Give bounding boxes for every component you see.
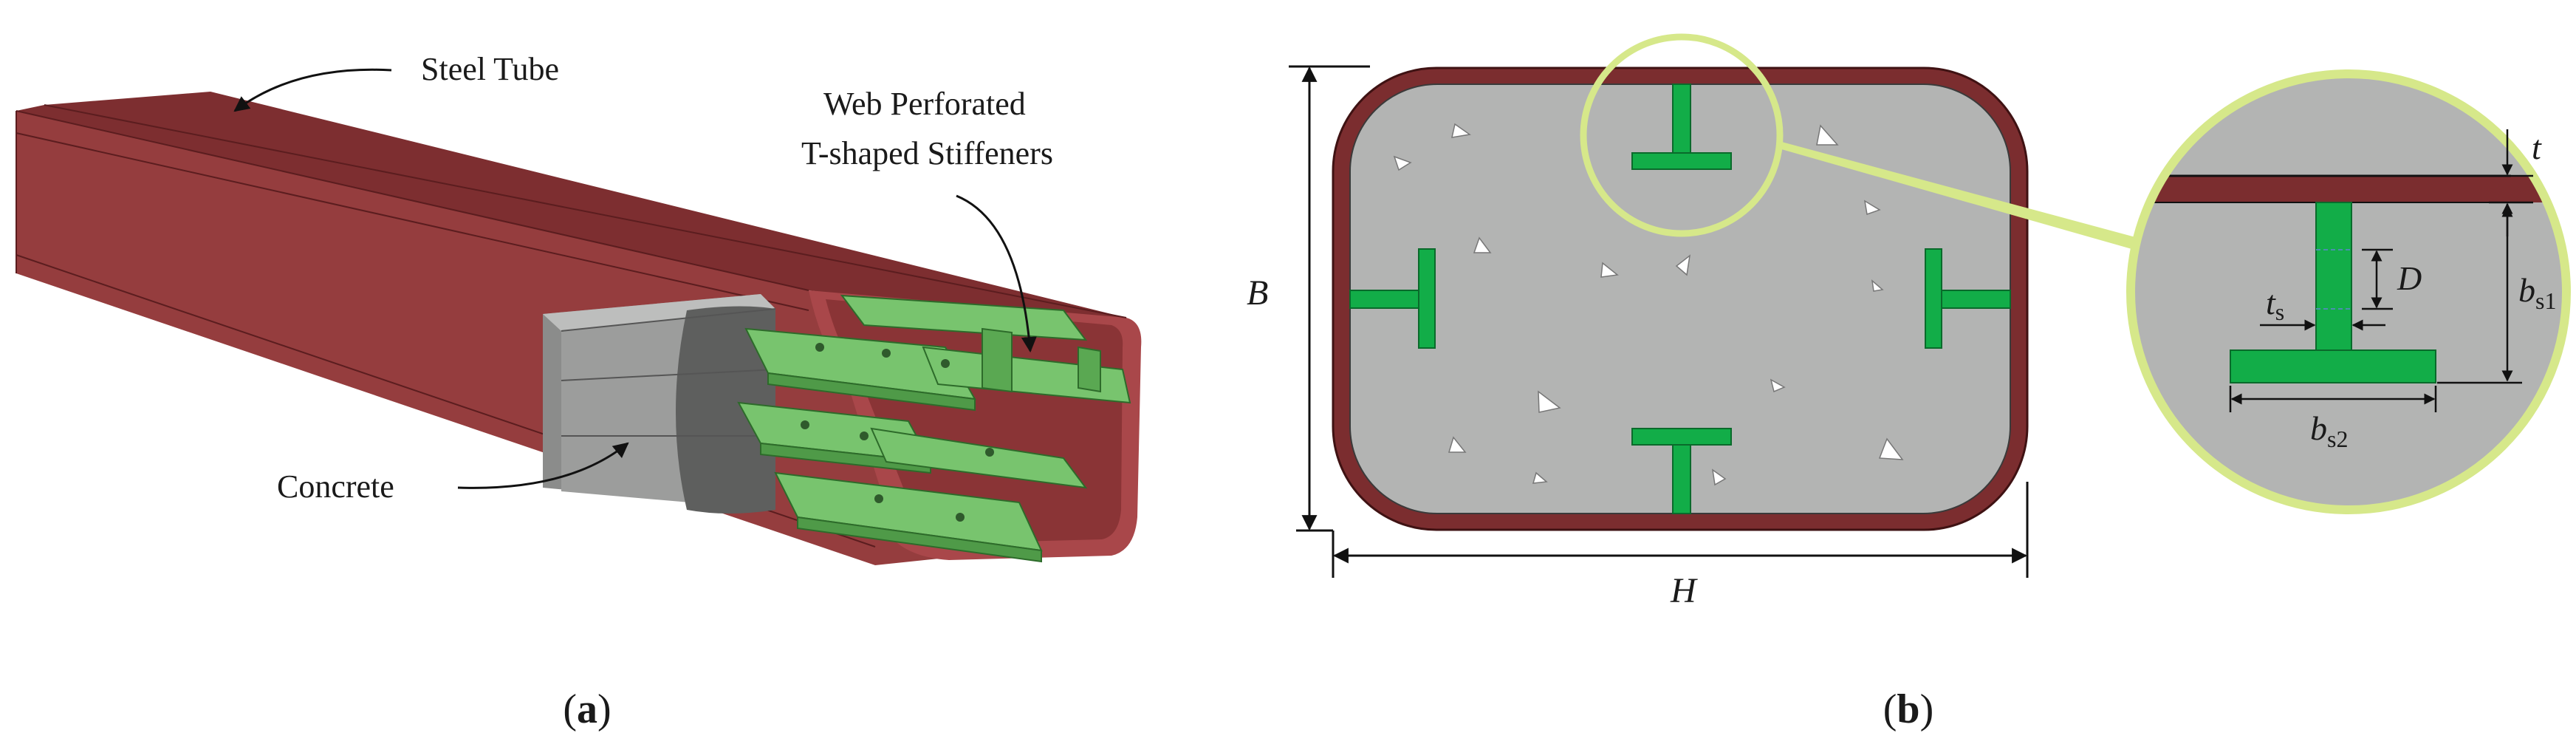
panel-a-3d-model: Steel Tube Web Perforated T-shaped Stiff… [16, 51, 1142, 732]
dimension-D [2362, 248, 2393, 310]
stiffeners-arrow [956, 194, 1037, 353]
detail-connector [1776, 140, 2140, 251]
steel-tube-arrow [233, 68, 392, 112]
panel-b-cross-section: B H (b) [1247, 33, 2140, 732]
section-stiffeners [1349, 83, 2011, 514]
stiffeners-label-line2: T-shaped Stiffeners [801, 135, 1053, 171]
panel-b-caption: (b) [1883, 686, 1933, 732]
dimension-bs1-label: bs1 [2518, 271, 2556, 314]
steel-tube-label: Steel Tube [421, 51, 559, 87]
dimension-t-label: t [2532, 129, 2542, 166]
dimension-ts-label: ts [2266, 284, 2284, 325]
panel-a-caption: (a) [563, 686, 611, 732]
stiffeners-label-line1: Web Perforated [823, 86, 1026, 122]
concrete-core [543, 294, 776, 514]
concrete-aggregates [1393, 123, 1904, 486]
dimension-bs1 [2437, 205, 2522, 384]
web-perforations [801, 343, 994, 522]
dimension-B [1289, 65, 1370, 532]
detail-ring-border [2126, 69, 2571, 514]
detail-stiffener-web [2315, 202, 2352, 351]
detail-zoom-view: t bs1 D ts bs2 [2126, 69, 2571, 514]
steel-tube-top-face [16, 92, 1137, 330]
t-shaped-stiffeners-3d [737, 294, 1131, 563]
concrete-arrow [457, 442, 629, 489]
dimension-H-label: H [1670, 571, 1698, 610]
detail-highlight-ring [1580, 33, 1784, 237]
dimension-D-label: D [2397, 259, 2422, 297]
detail-stiffener-flange [2230, 349, 2436, 383]
dimension-B-label: B [1247, 273, 1268, 313]
dimension-H [1332, 482, 2029, 578]
dimension-bs2 [2229, 386, 2437, 412]
concrete-label: Concrete [277, 468, 394, 505]
dimension-bs2-label: bs2 [2310, 409, 2348, 452]
